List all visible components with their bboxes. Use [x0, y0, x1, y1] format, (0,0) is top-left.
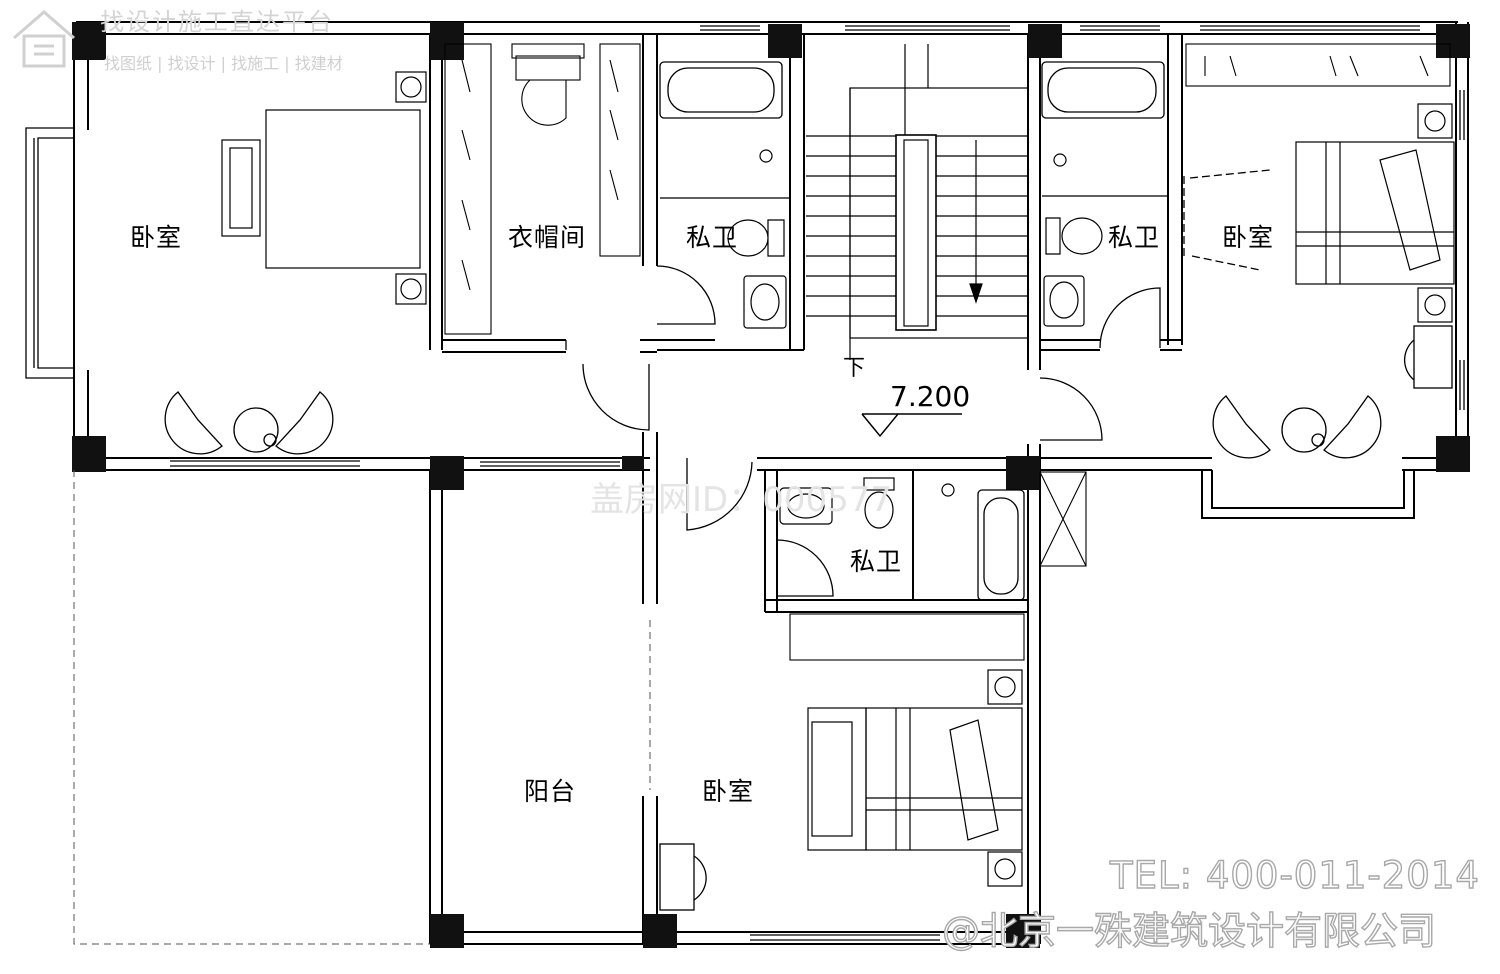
balcony-dashed-outline [73, 470, 651, 945]
platform-watermark: 找设计施工直达平台 [100, 8, 334, 36]
plan-id-watermark: 盖房网ID：000577 [590, 480, 892, 520]
windows [25, 25, 1465, 941]
bathtubs [659, 61, 1168, 601]
beds [221, 109, 1455, 851]
wardrobes [444, 43, 1451, 661]
floor-elevation-label: 7.200 [890, 380, 971, 413]
room-label-bath-3: 私卫 [850, 547, 903, 576]
company-watermark: @北京一殊建筑设计有限公司 [941, 908, 1437, 953]
room-label-bath-1: 私卫 [686, 223, 739, 252]
telephone-watermark: TEL: 400-011-2014 [1109, 853, 1480, 897]
shower-screen [1039, 471, 1087, 567]
walls [73, 21, 1469, 945]
room-label-master-bedroom: 卧室 [130, 223, 183, 252]
lounge-chairs [164, 169, 1453, 911]
bathroom-fixtures [727, 149, 1103, 529]
room-label-closet: 衣帽间 [508, 223, 587, 252]
nightstands [395, 71, 1453, 887]
door-swings [565, 265, 1161, 597]
elevation-marker [861, 413, 962, 438]
stair-direction-label: 下 [843, 356, 866, 381]
room-label-balcony: 阳台 [524, 777, 577, 806]
staircase [806, 44, 1029, 360]
services-watermark: 找图纸 | 找设计 | 找施工 | 找建材 [104, 54, 343, 73]
room-label-south-bedroom: 卧室 [702, 777, 755, 806]
structural-columns [72, 22, 1470, 948]
room-label-east-bedroom: 卧室 [1222, 223, 1275, 252]
house-logo-icon [13, 10, 75, 68]
room-label-bath-2: 私卫 [1108, 223, 1161, 252]
